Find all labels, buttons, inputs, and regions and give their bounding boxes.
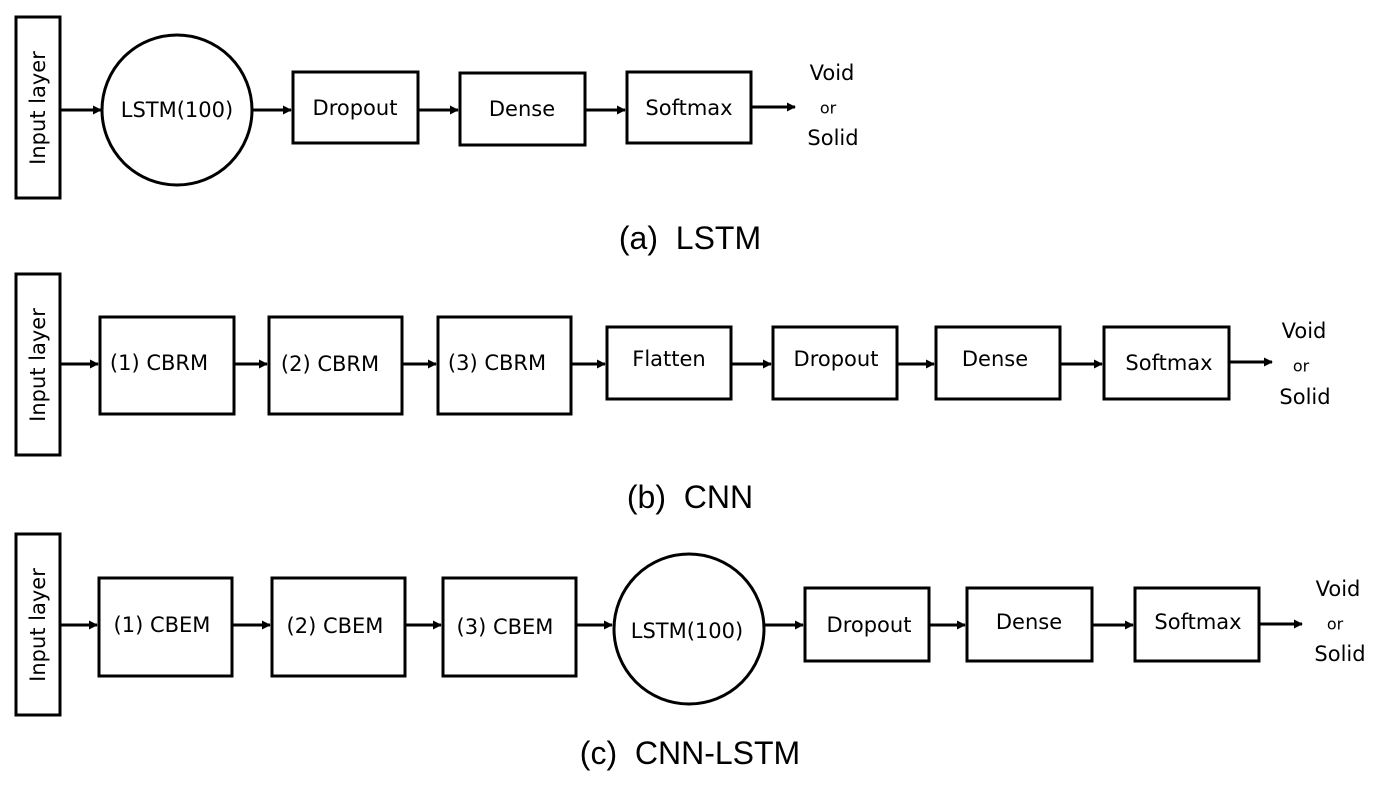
softmax-label: Softmax: [645, 96, 732, 120]
dropout-node: Dropout: [771, 325, 899, 401]
flatten-node: Flatten: [605, 325, 733, 401]
output-labels: Void or Solid: [1314, 577, 1365, 666]
input-layer-box: Input layer: [14, 532, 62, 717]
output-solid: Solid: [1279, 385, 1330, 409]
output-or: or: [1293, 357, 1310, 376]
dense-node: Dense: [965, 586, 1094, 663]
output-void: Void: [1282, 319, 1327, 343]
output-void: Void: [1316, 577, 1361, 601]
output-labels: Void or Solid: [1279, 319, 1330, 409]
lstm-label: LSTM(100): [121, 98, 233, 122]
cbrm-2-label: (2) CBRM: [281, 352, 379, 376]
dense-label: Dense: [996, 610, 1062, 634]
caption-a: (a) LSTM: [619, 220, 761, 256]
cbem-2-label: (2) CBEM: [287, 614, 384, 638]
flatten-label: Flatten: [632, 347, 705, 371]
dropout-node: Dropout: [291, 70, 420, 145]
dropout-label: Dropout: [313, 96, 398, 120]
softmax-label: Softmax: [1125, 351, 1212, 375]
output-solid: Solid: [1314, 642, 1365, 666]
cbrm-3-node: (3) CBRM: [436, 315, 573, 416]
cbrm-1-label: (1) CBRM: [110, 351, 208, 375]
cbem-1-node: (1) CBEM: [97, 576, 234, 678]
cbrm-3-label: (3) CBRM: [448, 351, 546, 375]
cbrm-1-node: (1) CBRM: [98, 315, 236, 416]
diagram-b-cnn: Input layer (1) CBRM (2) CBRM (3) CBRM F…: [14, 272, 1331, 515]
output-or: or: [1327, 615, 1344, 634]
caption-b: (b) CNN: [627, 479, 753, 515]
dropout-label: Dropout: [794, 347, 879, 371]
input-layer-label: Input layer: [26, 51, 50, 165]
cbem-1-label: (1) CBEM: [114, 613, 211, 637]
dense-label: Dense: [962, 347, 1028, 371]
softmax-label: Softmax: [1154, 610, 1241, 634]
lstm-node: LSTM(100): [612, 552, 766, 706]
input-layer-label: Input layer: [26, 568, 50, 682]
cbem-3-node: (3) CBEM: [441, 576, 578, 678]
softmax-node: Softmax: [625, 70, 753, 145]
dense-label: Dense: [489, 97, 555, 121]
dense-node: Dense: [458, 71, 587, 147]
output-or: or: [820, 99, 837, 118]
cbem-3-label: (3) CBEM: [457, 615, 554, 639]
dense-node: Dense: [934, 325, 1062, 401]
input-layer-box: Input layer: [14, 272, 62, 457]
dropout-label: Dropout: [827, 613, 912, 637]
softmax-node: Softmax: [1102, 325, 1231, 401]
lstm-node: LSTM(100): [100, 33, 254, 187]
output-labels: Void or Solid: [807, 61, 858, 150]
diagram-c-cnn-lstm: Input layer (1) CBEM (2) CBEM (3) CBEM L…: [14, 532, 1366, 771]
cbem-2-node: (2) CBEM: [270, 576, 407, 678]
input-layer-label: Input layer: [26, 308, 50, 422]
lstm-label: LSTM(100): [631, 619, 743, 643]
input-layer-box: Input layer: [14, 15, 62, 200]
dropout-node: Dropout: [803, 586, 931, 663]
softmax-node: Softmax: [1133, 586, 1261, 663]
diagram-a-lstm: Input layer LSTM(100) Dropout Dense Soft…: [14, 15, 859, 256]
output-void: Void: [810, 61, 855, 85]
output-solid: Solid: [807, 126, 858, 150]
caption-c: (c) CNN-LSTM: [580, 735, 800, 771]
cbrm-2-node: (2) CBRM: [267, 315, 404, 416]
